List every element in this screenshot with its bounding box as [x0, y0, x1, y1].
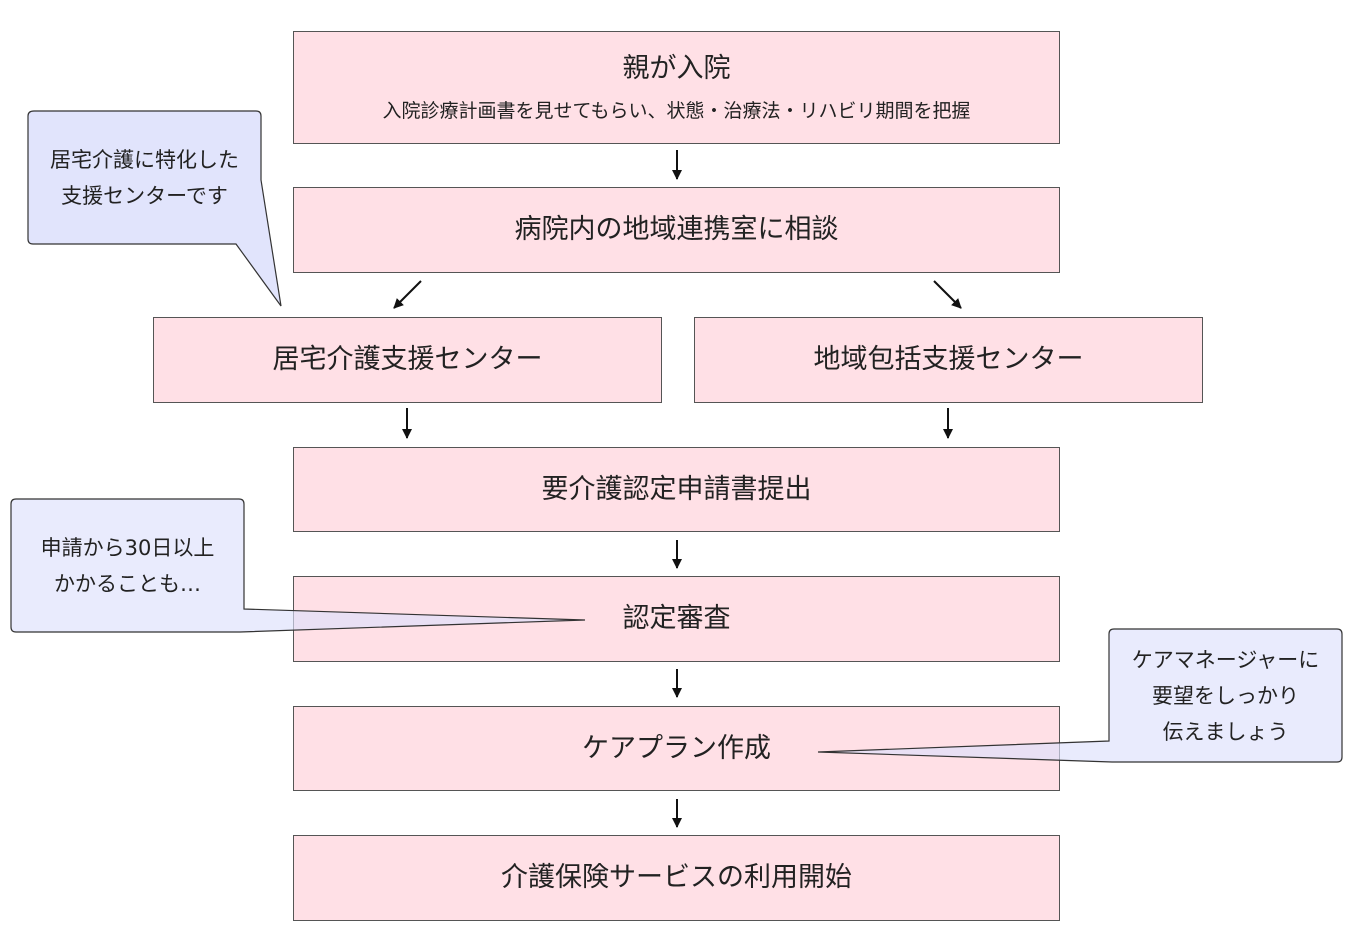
- callout-care-plan-note-line-3: 伝えましょう: [1162, 720, 1289, 744]
- step-admission-title: 親が入院: [622, 53, 731, 85]
- step-service-start-title: 介護保険サービスの利用開始: [501, 862, 852, 894]
- step-admission-subtitle: 入院診療計画書を見せてもらい、状態・治療法・リハビリ期間を把握: [382, 99, 971, 122]
- step-home-care-center: 居宅介護支援センター: [153, 317, 662, 403]
- callout-review-note: 申請から30日以上 かかることも…: [11, 530, 244, 602]
- callout-review-note-line-1: 申請から30日以上: [40, 536, 215, 560]
- callout-review-note-shape: [10, 498, 586, 633]
- step-home-care-center-title: 居宅介護支援センター: [272, 344, 543, 376]
- callout-care-plan-note-line-1: ケアマネージャーに: [1131, 648, 1320, 672]
- callout-home-care-note-shape: [27, 110, 282, 307]
- step-application-title: 要介護認定申請書提出: [541, 473, 812, 505]
- step-regional-center-title: 地域包括支援センター: [813, 344, 1084, 376]
- callout-home-care-note-line-1: 居宅介護に特化した: [50, 148, 239, 172]
- callout-home-care-note: 居宅介護に特化した 支援センターです: [28, 142, 261, 214]
- callout-review-note-line-2: かかることも…: [54, 572, 201, 596]
- step-consult: 病院内の地域連携室に相談: [293, 187, 1060, 273]
- arrow-consult-to-home-care-center: [393, 280, 422, 309]
- step-care-plan-title: ケアプラン作成: [582, 732, 771, 764]
- step-review-title: 認定審査: [622, 603, 731, 635]
- arrow-consult-to-regional-center: [933, 280, 962, 309]
- callout-care-plan-note-shape: [817, 628, 1343, 763]
- step-consult-title: 病院内の地域連携室に相談: [514, 214, 839, 246]
- step-regional-center: 地域包括支援センター: [694, 317, 1203, 403]
- step-service-start: 介護保険サービスの利用開始: [293, 835, 1060, 921]
- step-application: 要介護認定申請書提出: [293, 447, 1060, 532]
- callout-home-care-note-line-2: 支援センターです: [61, 184, 228, 208]
- callout-care-plan-note-line-2: 要望をしっかり: [1152, 684, 1299, 708]
- step-admission: 親が入院 入院診療計画書を見せてもらい、状態・治療法・リハビリ期間を把握: [293, 31, 1060, 144]
- callout-care-plan-note: ケアマネージャーに 要望をしっかり 伝えましょう: [1109, 642, 1342, 750]
